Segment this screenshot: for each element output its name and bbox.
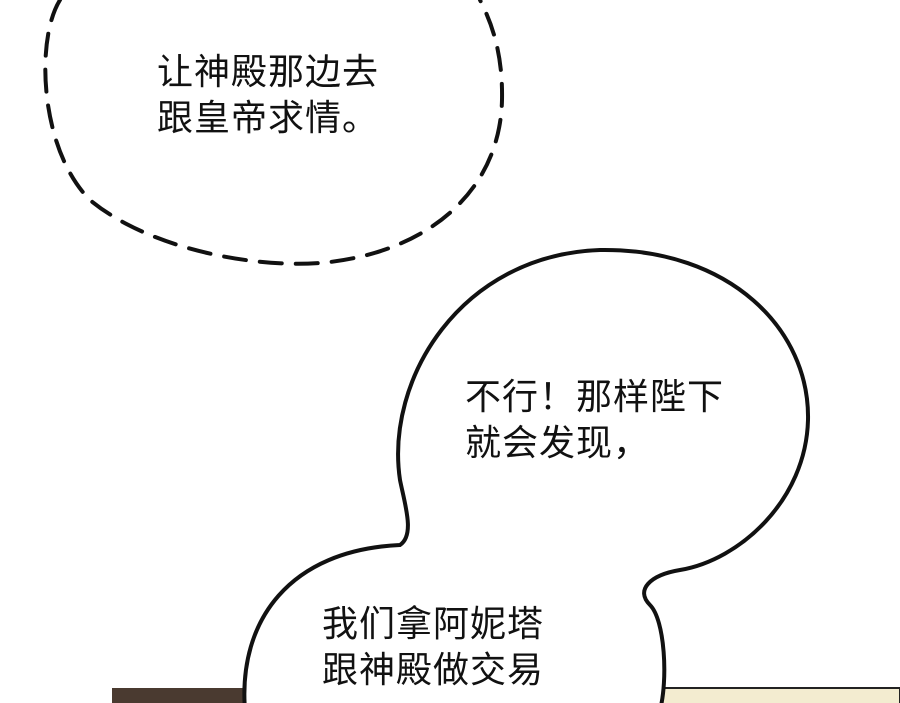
speech-bubble-text-2: 我们拿阿妮塔 跟神殿做交易 <box>322 602 544 694</box>
thought-bubble-dashed <box>43 0 505 266</box>
bubble-line: 我们拿阿妮塔 <box>322 604 545 645</box>
bubble-line: 跟皇帝求情。 <box>157 98 380 139</box>
bubble-line: 就会发现， <box>465 423 651 464</box>
panel-dark-strip <box>112 688 252 703</box>
panel-light-strip <box>639 687 900 703</box>
speech-bubble-text-1: 不行！那样陛下 就会发现， <box>465 375 724 467</box>
speech-bubble <box>242 247 811 703</box>
bubble-line: 不行！那样陛下 <box>465 377 725 418</box>
bubble-line: 让神殿那边去 <box>157 52 380 93</box>
bubble-line: 跟神殿做交易 <box>322 650 545 691</box>
thought-bubble-text: 让神殿那边去 跟皇帝求情。 <box>157 50 379 142</box>
